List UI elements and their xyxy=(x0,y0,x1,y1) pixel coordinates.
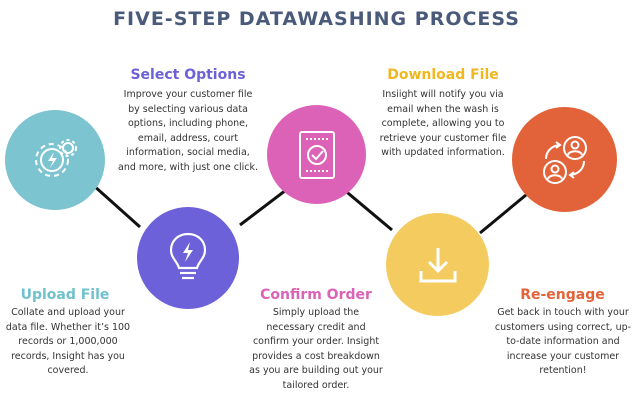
step-2-title: Select Options xyxy=(130,67,246,83)
gears-lightning-icon xyxy=(35,139,77,177)
connector-2-3 xyxy=(239,185,291,227)
connector-1-2 xyxy=(92,183,141,229)
step-1-title: Upload File xyxy=(20,287,110,303)
step-2-description: Improve your customer file by selecting … xyxy=(118,89,259,173)
document-check-icon xyxy=(298,130,335,179)
step-3-description: Simply upload the necessary credit and c… xyxy=(249,307,383,391)
step-3-circle xyxy=(267,105,366,204)
step-1-circle xyxy=(5,110,105,210)
page-title: FIVE-STEP DATAWASHING PROCESS xyxy=(113,8,520,30)
step-1-description: Collate and upload your data file. Wheth… xyxy=(5,307,131,376)
lightbulb-icon xyxy=(169,232,207,280)
step-4-circle xyxy=(386,213,489,316)
step-3-title: Confirm Order xyxy=(260,287,372,303)
step-2-circle xyxy=(137,207,239,309)
step-4-title: Download File xyxy=(387,67,499,83)
connector-4-5 xyxy=(479,188,533,235)
step-5-description: Get back in touch with your customers us… xyxy=(494,307,632,376)
users-cycle-icon xyxy=(542,135,587,184)
download-icon xyxy=(419,247,456,282)
step-5-circle xyxy=(512,107,617,212)
step-4-description: Insiight will notify you via email when … xyxy=(379,89,507,158)
step-5-title: Re-engage xyxy=(520,287,605,303)
